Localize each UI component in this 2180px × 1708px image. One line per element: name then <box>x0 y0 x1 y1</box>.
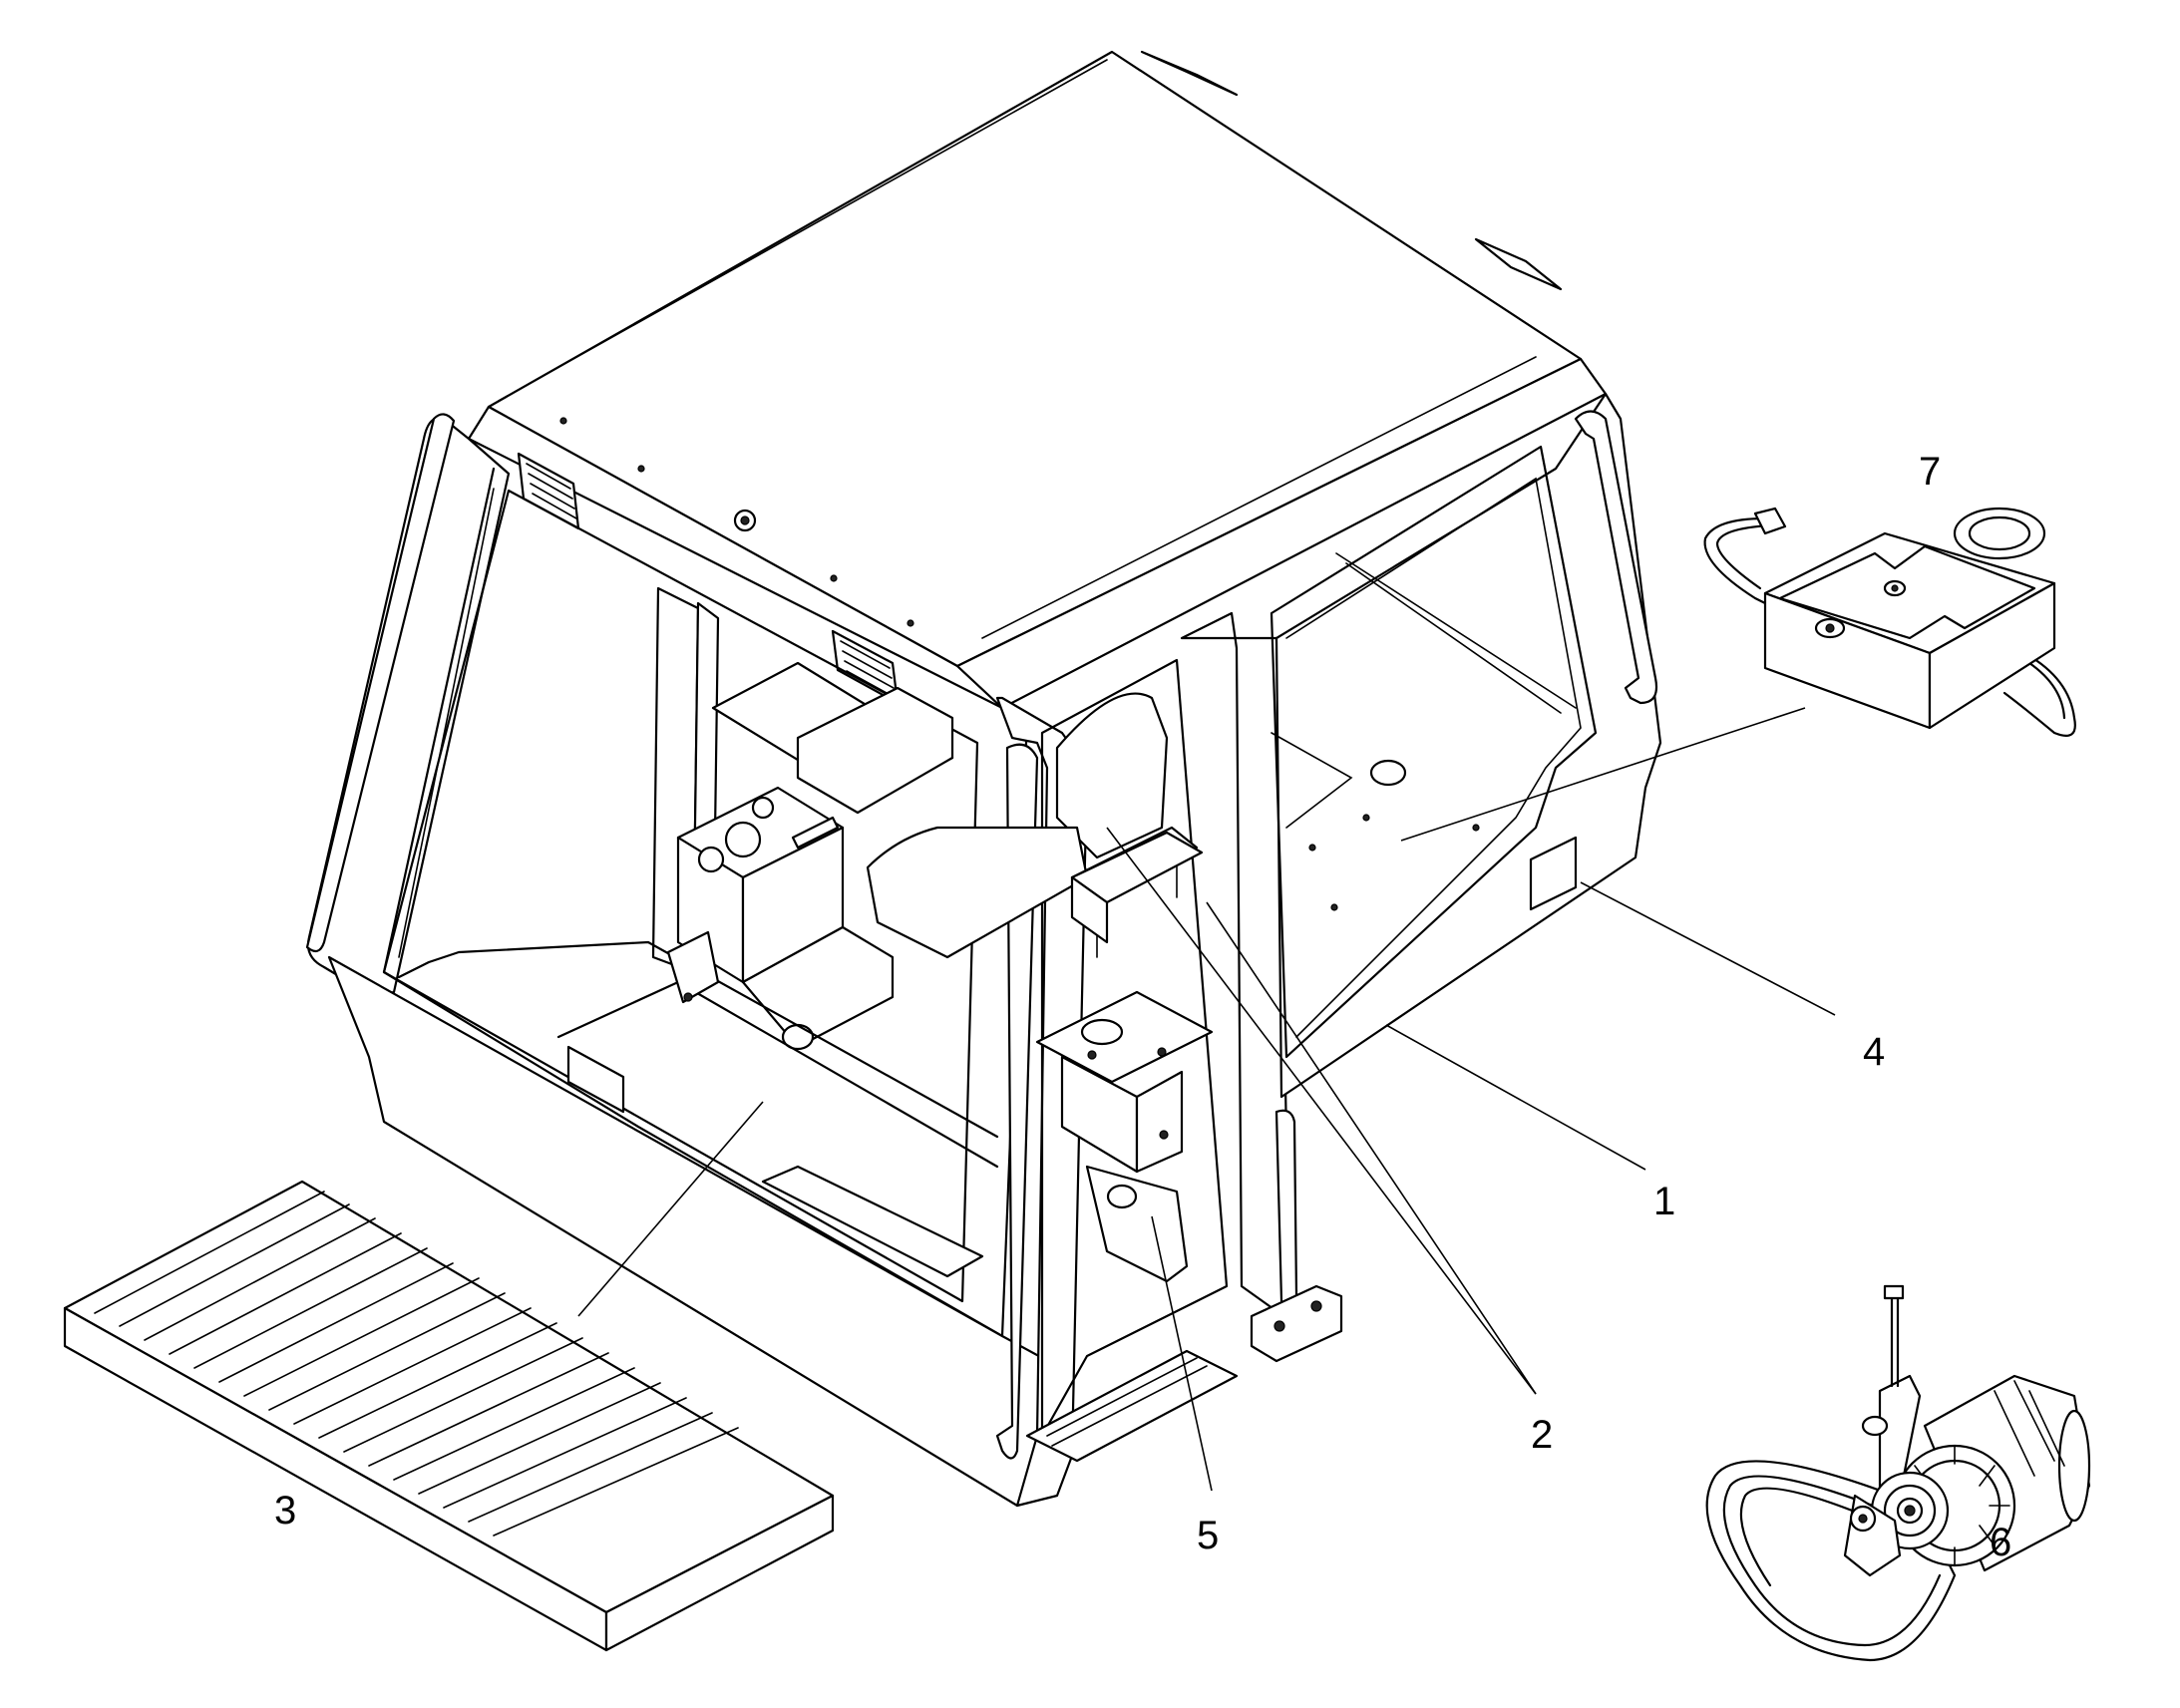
holder-strap <box>1715 523 1772 590</box>
floor-rear-step <box>761 1165 984 1278</box>
rear-window-edge <box>1335 552 1577 709</box>
callout-3: 3 <box>274 1489 296 1533</box>
cab-floor-edge <box>397 940 999 1139</box>
rear-grab-handle <box>1574 410 1658 705</box>
v-belt <box>1705 1460 1957 1662</box>
leader-1 <box>1385 1024 1646 1171</box>
roof-rear-tab <box>1474 237 1563 291</box>
cab-assembly <box>305 50 1662 1508</box>
callout-4: 4 <box>1863 1030 1885 1074</box>
floor-block <box>566 1045 625 1114</box>
speaker-grille <box>831 629 900 705</box>
floor-mat-end <box>604 1494 835 1652</box>
holder-strap <box>1703 516 1767 605</box>
right-console-top <box>1035 990 1214 1084</box>
callout-7: 7 <box>1919 450 1941 494</box>
leader-2 <box>1106 827 1537 1395</box>
holder-clip <box>1753 507 1787 535</box>
leader-5 <box>1151 1215 1213 1492</box>
holder-body-side <box>1928 581 2056 730</box>
right-console-side <box>1135 1070 1184 1174</box>
roof-seam <box>981 356 1537 639</box>
side-panel-plate <box>1529 836 1578 911</box>
leader-2b <box>1206 901 1537 1395</box>
foot-bolt <box>1273 1320 1285 1332</box>
callout-5: 5 <box>1197 1514 1219 1557</box>
roof-seam <box>498 59 1108 402</box>
cab-front-window <box>382 489 979 1303</box>
holder-tray-rim <box>1778 544 2036 640</box>
side-window-inner <box>1285 477 1582 1038</box>
floor-mat-grooves <box>94 1191 739 1537</box>
cup-holder-bracket <box>1703 507 2076 737</box>
holder-strap-right <box>2002 651 2076 737</box>
interior-shelf-front <box>796 686 954 815</box>
alternator-assembly <box>1705 1284 2091 1662</box>
side-inner-brace <box>1271 732 1353 829</box>
front-left-grab-handle <box>305 413 456 953</box>
floor-mat <box>63 1180 835 1652</box>
seat-armrest-front <box>1070 875 1109 944</box>
door-grab-handle <box>995 743 1039 1460</box>
cab-side-window <box>1270 445 1598 1059</box>
base-mount <box>666 930 720 1004</box>
holder-strap-right <box>2027 661 2066 720</box>
leader-3 <box>577 1101 764 1317</box>
leader-lines <box>577 707 1836 1492</box>
callout-1: 1 <box>1653 1180 1675 1223</box>
rear-window-edge <box>1345 562 1562 714</box>
roof-rear-tab <box>1140 50 1239 97</box>
roof-bolts <box>559 417 914 627</box>
window-edge <box>398 488 495 958</box>
callout-2: 2 <box>1531 1413 1553 1457</box>
leader-4 <box>1580 881 1836 1016</box>
foot-bolt <box>1310 1300 1322 1312</box>
v-belt-edge <box>1739 1487 1902 1587</box>
console-support-plate <box>1085 1165 1189 1283</box>
v-belt-inner <box>1722 1475 1942 1647</box>
callout-6: 6 <box>1990 1521 2011 1564</box>
side-panel-holes <box>1308 759 1480 911</box>
leader-7 <box>1400 707 1806 842</box>
callout-labels: 1 2 3 4 5 6 7 <box>274 450 2011 1564</box>
